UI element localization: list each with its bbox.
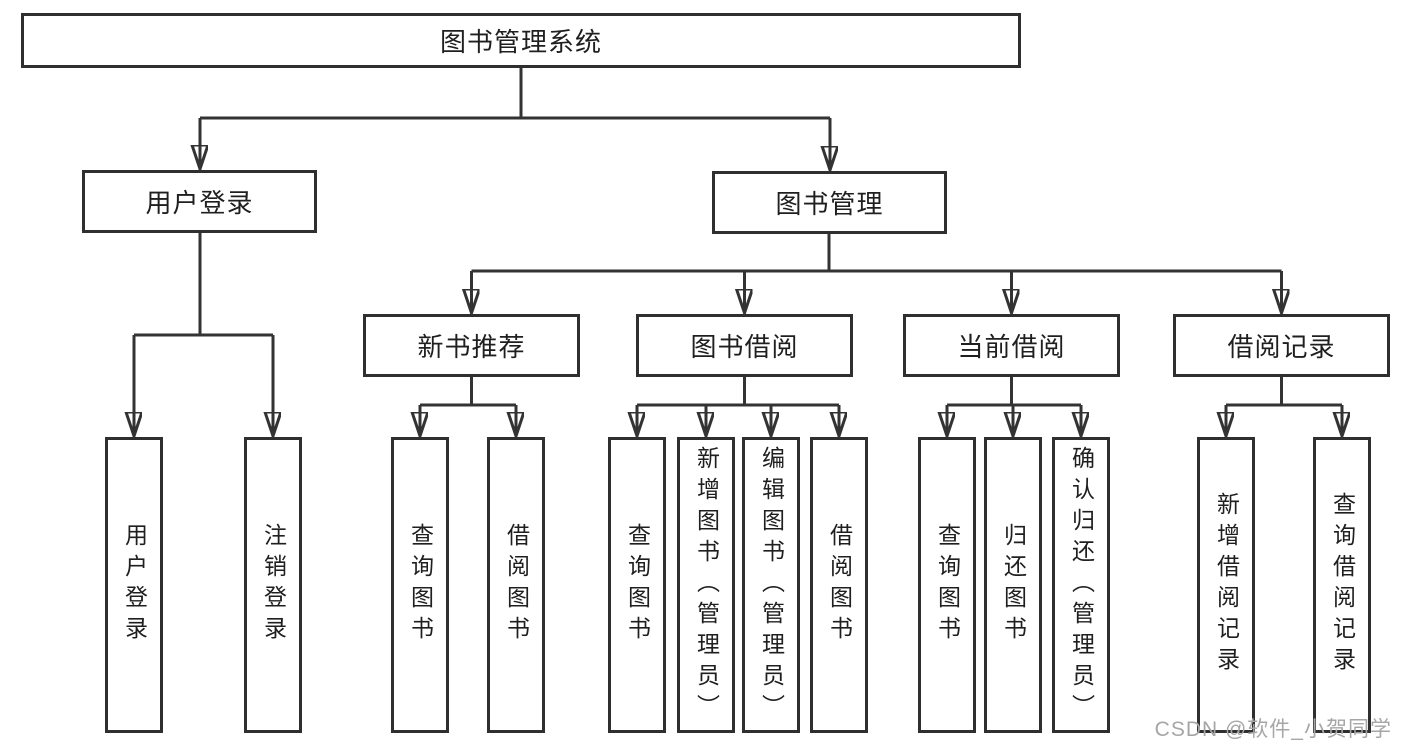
leaf-current-return-book: 归还图书 — [984, 437, 1042, 733]
edge-root-to-level2 — [200, 68, 830, 169]
leaf-records-query-record: 查询借阅记录 — [1313, 437, 1371, 733]
leaf-borrow-add-book-admin: 新增图书（管理员） — [677, 437, 735, 733]
leaf-borrow-query-book-label: 查询图书 — [624, 523, 651, 647]
node-root-system: 图书管理系统 — [21, 13, 1021, 68]
leaf-borrow-query-book: 查询图书 — [608, 437, 666, 733]
leaf-logout: 注销登录 — [244, 437, 302, 733]
leaf-current-return-book-label: 归还图书 — [1000, 523, 1027, 647]
leaf-newbook-query: 查询图书 — [391, 437, 449, 733]
edge-book-mgmt-children — [472, 234, 1282, 312]
node-current-borrow-label: 当前借阅 — [957, 332, 1066, 362]
edge-new-book-children — [420, 377, 516, 435]
leaf-borrow-add-book-admin-label: 新增图书（管理员） — [693, 445, 720, 725]
leaf-current-confirm-return-admin: 确认归还（管理员） — [1052, 437, 1110, 733]
leaf-current-query-book-label: 查询图书 — [934, 523, 961, 647]
leaf-logout-label: 注销登录 — [260, 523, 287, 647]
node-borrow-records-label: 借阅记录 — [1227, 332, 1336, 362]
leaf-records-add-record: 新增借阅记录 — [1197, 437, 1255, 733]
edge-book-borrow-children — [637, 377, 839, 435]
node-book-borrow-label: 图书借阅 — [690, 332, 799, 362]
edge-user-login-children — [134, 233, 273, 435]
node-new-book-recommend: 新书推荐 — [363, 314, 580, 377]
leaf-borrow-borrow-book-label: 借阅图书 — [826, 523, 853, 647]
leaf-borrow-edit-book-admin-label: 编辑图书（管理员） — [758, 445, 785, 725]
csdn-watermark: CSDN @软件_小贺同学 — [1154, 718, 1392, 741]
edge-current-borrow-children — [947, 377, 1081, 435]
leaf-borrow-edit-book-admin: 编辑图书（管理员） — [742, 437, 800, 733]
node-book-management-label: 图书管理 — [775, 189, 884, 219]
leaf-records-add-record-label: 新增借阅记录 — [1213, 492, 1240, 678]
node-user-login: 用户登录 — [82, 170, 317, 233]
node-new-book-recommend-label: 新书推荐 — [417, 332, 526, 362]
node-user-login-label: 用户登录 — [145, 188, 254, 218]
leaf-current-confirm-return-admin-label: 确认归还（管理员） — [1068, 445, 1095, 725]
leaf-borrow-borrow-book: 借阅图书 — [810, 437, 868, 733]
leaf-newbook-borrow: 借阅图书 — [487, 437, 545, 733]
node-root-label: 图书管理系统 — [439, 27, 602, 57]
leaf-current-query-book: 查询图书 — [918, 437, 976, 733]
node-borrow-records: 借阅记录 — [1173, 314, 1390, 377]
node-current-borrow: 当前借阅 — [903, 314, 1120, 377]
leaf-records-query-record-label: 查询借阅记录 — [1329, 492, 1356, 678]
leaf-newbook-query-label: 查询图书 — [407, 523, 434, 647]
leaf-user-login: 用户登录 — [105, 437, 163, 733]
node-book-borrow: 图书借阅 — [636, 314, 853, 377]
edge-borrow-records-children — [1226, 377, 1342, 435]
leaf-newbook-borrow-label: 借阅图书 — [503, 523, 530, 647]
leaf-user-login-label: 用户登录 — [121, 523, 148, 647]
node-book-management: 图书管理 — [712, 171, 947, 234]
